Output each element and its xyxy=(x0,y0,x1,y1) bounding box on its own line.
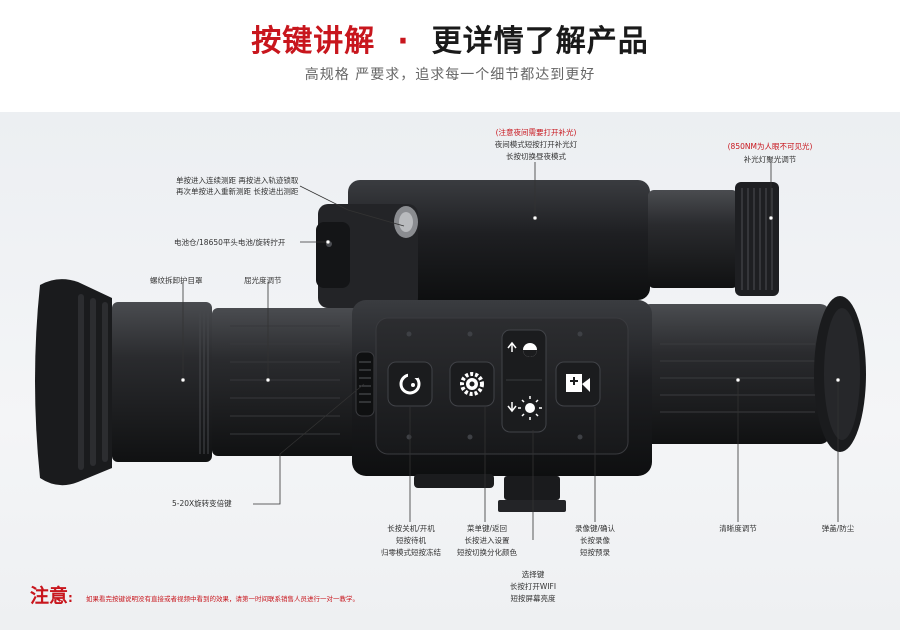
note-text: 如果看完按键说明没有直接或者视频中看到的效果，请第一时间联系销售人员进行一对一教… xyxy=(86,595,359,603)
panel-screws xyxy=(406,331,583,440)
label-select-2: 长按打开WIFI xyxy=(509,582,557,591)
zoom-ring-lines xyxy=(230,325,340,435)
label-select-1: 选择键 xyxy=(521,570,545,579)
diopter-ring[interactable] xyxy=(112,302,212,462)
power-icon xyxy=(399,370,421,395)
label-power-3: 归零模式短按冻结 xyxy=(381,548,441,557)
eyepiece-tube xyxy=(212,308,362,456)
callout-dots xyxy=(180,215,841,383)
ir-tube xyxy=(648,190,738,288)
label-power-2: 短按待机 xyxy=(396,536,426,545)
title-right: 更详情了解产品 xyxy=(431,24,649,59)
power-button[interactable] xyxy=(387,361,433,407)
mounting-rail xyxy=(504,476,560,500)
label-night-note: (注意夜间需要打开补光) xyxy=(495,128,577,137)
camera-record-icon xyxy=(566,374,590,392)
title-dot: · xyxy=(397,24,410,59)
label-night-1: 夜间模式短按打开补光灯 xyxy=(494,140,578,149)
label-menu-3: 短按切换分化颜色 xyxy=(457,548,517,557)
label-record-3: 短按预录 xyxy=(580,548,610,557)
label-ir-focus: 补光灯聚光调节 xyxy=(743,155,797,164)
battery-cap[interactable] xyxy=(316,222,350,288)
objective-grip-lines xyxy=(660,326,815,413)
label-power-1: 长按关机/开机 xyxy=(387,524,435,533)
eyecup-ribs xyxy=(78,294,108,470)
eyecup[interactable] xyxy=(35,279,112,486)
label-record-2: 长按录像 xyxy=(580,536,610,545)
label-diopter: 屈光度调节 xyxy=(244,276,282,285)
label-zoom: 5-20X旋转变倍键 xyxy=(172,499,232,508)
label-cap: 弹盖/防尘 xyxy=(821,524,855,533)
note-label: 注意: xyxy=(30,585,73,607)
callout-lines xyxy=(182,162,839,540)
diopter-knurl xyxy=(199,310,209,454)
page-subtitle: 高规格 严要求，追求每一个细节都达到更好 xyxy=(304,67,596,83)
label-ir-note: (850NM为人眼不可见光) xyxy=(727,142,813,151)
ir-focus-knurl xyxy=(741,188,773,290)
select-rocker[interactable] xyxy=(501,329,547,433)
rail-base xyxy=(498,500,566,512)
bottom-mount xyxy=(414,474,494,488)
label-eyecup: 螺纹拆卸护目罩 xyxy=(150,276,203,285)
label-battery: 电池仓/18650平头电池/旋转拧开 xyxy=(174,238,286,247)
title-left: 按键讲解 xyxy=(251,24,376,59)
page-title: 按键讲解 · 更详情了解产品 xyxy=(0,16,900,60)
label-focus: 清晰度调节 xyxy=(719,524,757,533)
ir-focus-ring[interactable] xyxy=(735,182,779,296)
label-menu-2: 长按进入设置 xyxy=(464,536,510,545)
scope-illustration xyxy=(35,162,866,540)
label-select-3: 短按屏幕亮度 xyxy=(510,594,556,603)
gear-icon xyxy=(460,372,484,396)
label-record-1: 录像键/确认 xyxy=(574,524,616,533)
label-laser-1: 单按进入连续测距 再按进入轨迹锁取 xyxy=(176,176,299,185)
night-mode-icon xyxy=(507,341,537,357)
label-laser-2: 再次单按进入重新测距 长按进出测距 xyxy=(176,187,299,196)
zoom-wheel[interactable] xyxy=(355,351,375,417)
header: 按键讲解 · 更详情了解产品 高规格 严要求，追求每一个细节都达到更好 xyxy=(0,0,900,112)
label-menu-1: 菜单键/返回 xyxy=(466,524,508,533)
label-night-2: 长按切换昼夜模式 xyxy=(506,152,566,161)
ir-illuminator-body xyxy=(348,180,650,300)
objective-tube xyxy=(640,304,830,444)
brightness-icon xyxy=(507,396,542,420)
